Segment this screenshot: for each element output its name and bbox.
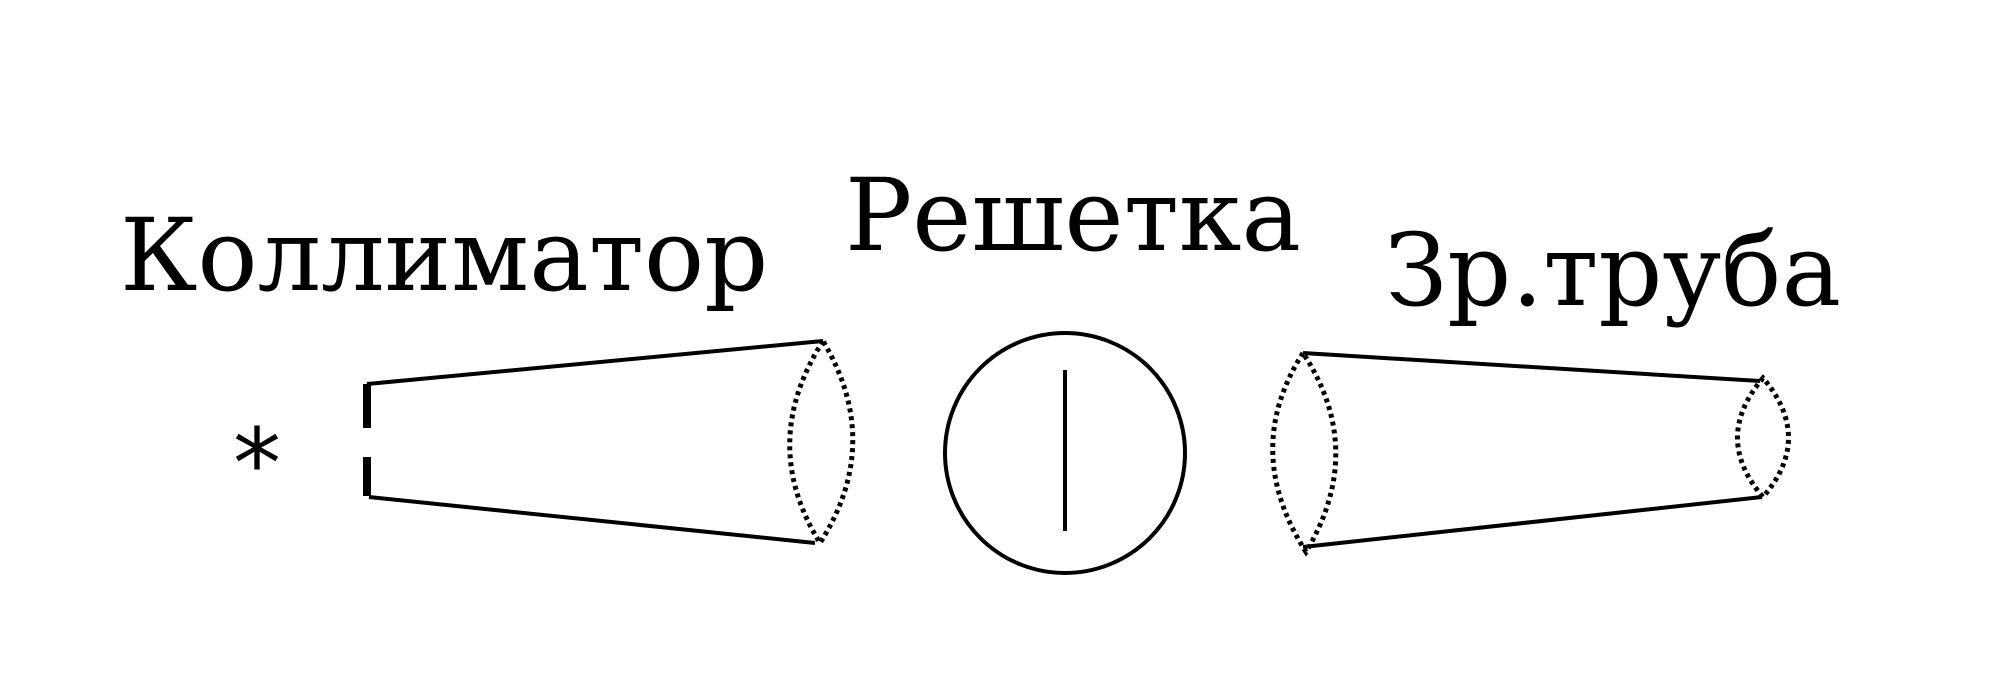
grating-circle [943,331,1187,575]
collimator-lens [787,336,856,548]
collimator-tube-top [366,339,824,386]
telescope-tube-bottom [1302,495,1763,549]
telescope-objective-lens [1270,348,1339,557]
collimator-label: Коллиматор [120,197,768,314]
telescope-eyepiece-lens [1735,374,1791,501]
grating [943,331,1187,575]
telescope [1270,348,1791,557]
telescope-tube-top [1302,351,1761,383]
collimator-tube-bottom [368,495,816,545]
collimator [363,336,856,548]
telescope-label: Зр.труба [1385,212,1841,329]
light-source-icon: * [233,408,281,520]
grating-label: Решетка [845,157,1301,274]
